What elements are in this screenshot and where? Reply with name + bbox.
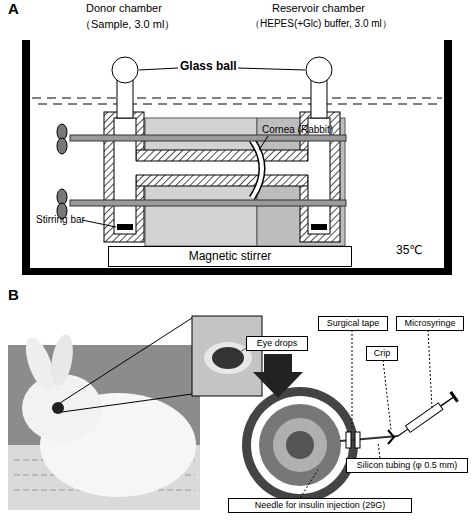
leader-line — [352, 330, 353, 430]
callout-box: Surgical tape — [318, 316, 388, 331]
glass-ball — [306, 57, 332, 83]
node-text: Microsyringe — [404, 319, 455, 329]
leader-line — [82, 220, 116, 227]
bath-wall — [444, 40, 452, 275]
part-label: Reservoir chamber — [272, 2, 365, 15]
wing-nut — [57, 138, 67, 154]
part-label: Donor chamber — [86, 2, 162, 15]
clamp-screw — [70, 135, 346, 141]
stirrer-box: Magnetic stirrer — [108, 246, 352, 267]
clamp-screw — [70, 200, 346, 206]
node-text: Needle for insulin injection (29G) — [255, 501, 386, 511]
leader-line — [383, 360, 391, 430]
part-label: （HEPES(+Glc) buffer, 3.0 ml） — [250, 18, 392, 30]
cornea — [252, 140, 262, 198]
callout-box: Eye drops — [246, 336, 308, 351]
callout-box: Microsyringe — [396, 316, 464, 331]
part-label: Stirring bar — [36, 214, 85, 226]
sampling-tube — [117, 80, 133, 118]
stirring-bar — [311, 224, 327, 230]
callout-box: Crip — [366, 346, 398, 361]
rabbit-ear — [48, 333, 77, 388]
leader-line — [238, 68, 305, 70]
syringe-needle — [398, 429, 408, 436]
bath-wall — [22, 40, 30, 275]
microsyringe — [395, 391, 459, 441]
leader-line — [139, 68, 178, 70]
inset-eyelid — [204, 342, 252, 374]
syringe-barrel — [406, 403, 443, 432]
surgical-tape — [355, 432, 360, 448]
channel-bore — [134, 161, 310, 175]
part-label: （Sample, 3.0 ml） — [80, 18, 175, 31]
tube-clip — [388, 430, 394, 444]
stirring-bar — [117, 224, 133, 230]
channel-edge — [136, 161, 308, 162]
eye-cornea — [273, 418, 327, 472]
node-text: Eye drops — [257, 339, 298, 349]
panel-letter: B — [8, 286, 19, 303]
leader-line — [378, 442, 380, 458]
syringe-plunger — [449, 391, 458, 403]
drop-arrow — [253, 354, 303, 398]
channel-edge — [136, 175, 308, 176]
node-text: Crip — [374, 349, 391, 359]
zoom-line — [62, 394, 192, 412]
sampling-tube — [311, 80, 327, 118]
node-text: Surgical tape — [327, 319, 380, 329]
callout-box: Silicon tubing (φ 0.5 mm) — [346, 458, 468, 473]
leader-line — [259, 136, 268, 150]
zoom-line — [60, 318, 192, 403]
leader-line — [428, 330, 432, 408]
node-text: Silicon tubing (φ 0.5 mm) — [357, 461, 457, 471]
eye-inset — [192, 316, 262, 396]
part-label: Cornea (Rabbit) — [262, 124, 333, 136]
water-surface — [32, 98, 442, 99]
bath-floor — [22, 268, 452, 275]
rabbit-body — [40, 393, 196, 497]
leader-line — [300, 470, 318, 498]
temperature-label: 35℃ — [396, 244, 423, 258]
eye-pupil — [286, 431, 314, 459]
eye-ring — [242, 387, 358, 503]
eye-ring — [259, 404, 341, 486]
node-text: Magnetic stirrer — [189, 250, 272, 263]
inset-eye — [212, 347, 244, 369]
callout-box: Needle for insulin injection (29G) — [228, 498, 412, 513]
panel-letter: A — [8, 0, 19, 17]
cornea — [252, 140, 262, 198]
water-surface — [38, 104, 442, 105]
glass-ball — [112, 57, 138, 83]
syringe-plunger — [441, 397, 454, 406]
part-label: Glass ball — [180, 60, 237, 74]
eye-ring — [251, 396, 349, 494]
surgical-tape — [346, 432, 351, 448]
